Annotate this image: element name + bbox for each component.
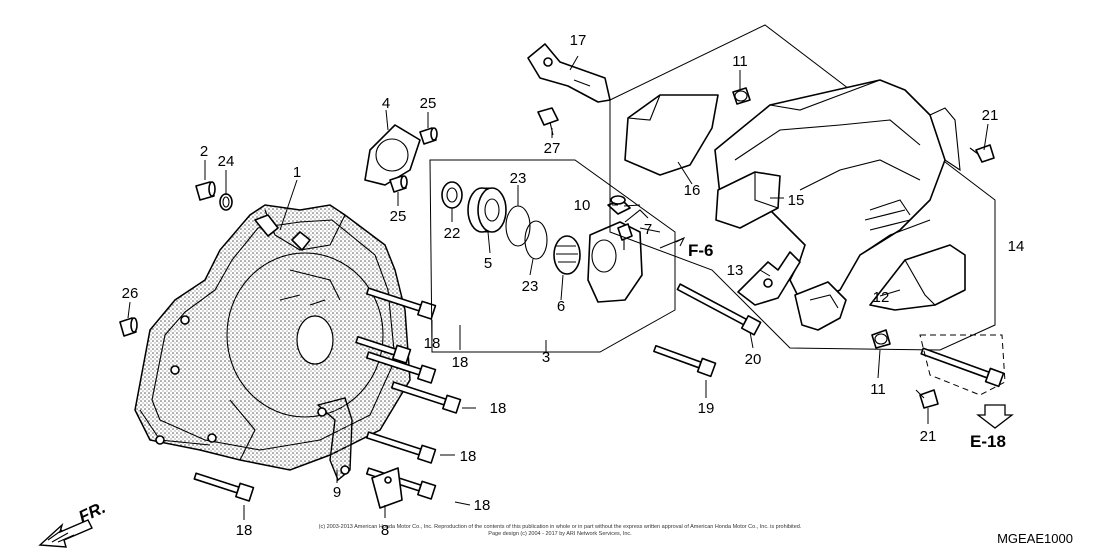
water-pump-assy-outline: [429, 159, 676, 353]
callout-27: 27: [544, 140, 561, 157]
grommet-11-bottom[interactable]: [871, 329, 891, 349]
callout-18-e: 18: [474, 497, 491, 514]
callout-21-bottom: 21: [920, 428, 937, 445]
f6-reference[interactable]: F-6: [659, 236, 714, 260]
front-label: FR.: [76, 498, 109, 527]
copyright-line-1: (c) 2003-2013 American Honda Motor Co., …: [319, 524, 802, 530]
housing-14[interactable]: [714, 79, 961, 301]
callout-6: 6: [557, 298, 565, 315]
copyright-line-2: Page design (c) 2004 - 2017 by ARI Netwo…: [488, 531, 632, 537]
pump-body-cover[interactable]: [587, 209, 649, 303]
plate-15[interactable]: [715, 171, 781, 229]
callout-7: 7: [644, 221, 652, 238]
callout-23-bottom: 23: [522, 278, 539, 295]
callout-2: 2: [200, 143, 208, 160]
callout-8: 8: [381, 522, 389, 539]
callout-18-b: 18: [452, 354, 469, 371]
callout-18-c: 18: [490, 400, 507, 417]
callout-13: 13: [727, 262, 744, 279]
oil-seal-22[interactable]: [441, 181, 463, 209]
flange-bolts[interactable]: [193, 284, 462, 502]
gasket-4[interactable]: [364, 124, 421, 186]
callout-22: 22: [444, 225, 461, 242]
callout-12: 12: [873, 289, 890, 306]
bolt-20[interactable]: [675, 281, 762, 336]
o-ring-24[interactable]: [219, 193, 233, 211]
dowel-pin-2[interactable]: [195, 181, 216, 201]
grommet-11-top[interactable]: [732, 87, 751, 105]
callout-20: 20: [745, 351, 762, 368]
plate-13[interactable]: [737, 251, 801, 306]
housing-outline-14: [609, 24, 996, 351]
front-arrow-icon: FR.: [38, 498, 109, 548]
bolt-21-top[interactable]: [969, 144, 995, 163]
callout-25-bottom: 25: [390, 208, 407, 225]
bolt-e18-reference[interactable]: [919, 334, 1006, 396]
callout-25-top: 25: [420, 95, 437, 112]
callout-14: 14: [1008, 238, 1025, 255]
bracket-17[interactable]: [527, 43, 611, 103]
dowel-pin-25-bottom[interactable]: [389, 175, 408, 193]
pump-connector[interactable]: [794, 281, 847, 331]
callout-4: 4: [382, 95, 390, 112]
callout-5: 5: [484, 255, 492, 272]
duct-plate-16[interactable]: [624, 94, 719, 176]
e18-reference[interactable]: E-18: [970, 404, 1014, 451]
cover-12[interactable]: [869, 244, 966, 311]
dowel-pin-25-top[interactable]: [419, 127, 438, 145]
callout-labels: 1 2 3 4 5 6 7 8 9 10 11 11 12 13 14 15 1…: [122, 32, 1025, 539]
diagram-code: MGEAE1000: [997, 531, 1073, 546]
leader-lines: [127, 55, 989, 520]
callout-26: 26: [122, 285, 139, 302]
clamp-8[interactable]: [371, 467, 403, 509]
crankcase-cover[interactable]: [134, 204, 411, 471]
callout-9: 9: [333, 484, 341, 501]
f6-label: F-6: [688, 241, 714, 260]
callout-11-bottom: 11: [870, 381, 886, 398]
dowel-pin-26[interactable]: [119, 317, 138, 337]
mechanical-seal-5[interactable]: [467, 187, 507, 233]
callout-18-d: 18: [460, 448, 477, 465]
cap-10[interactable]: [607, 195, 631, 215]
callout-19: 19: [698, 400, 715, 417]
callout-18-a: 18: [424, 335, 441, 352]
callout-23-top: 23: [510, 170, 527, 187]
e18-label: E-18: [970, 432, 1006, 451]
callout-10: 10: [574, 197, 591, 214]
callout-18-f: 18: [236, 522, 253, 539]
callout-17: 17: [570, 32, 587, 49]
callout-11-top: 11: [732, 53, 748, 70]
bolt-21-bottom[interactable]: [915, 389, 939, 409]
impeller-6[interactable]: [553, 235, 581, 275]
bolt-19[interactable]: [653, 342, 717, 378]
callout-3: 3: [542, 349, 550, 366]
bolt-27[interactable]: [537, 107, 559, 136]
callout-16: 16: [684, 182, 701, 199]
callout-1: 1: [293, 164, 301, 181]
o-rings-23[interactable]: [505, 205, 548, 260]
bracket-9[interactable]: [316, 397, 353, 482]
callout-24: 24: [218, 153, 235, 170]
callout-21-top: 21: [982, 107, 999, 124]
callout-15: 15: [788, 192, 805, 209]
